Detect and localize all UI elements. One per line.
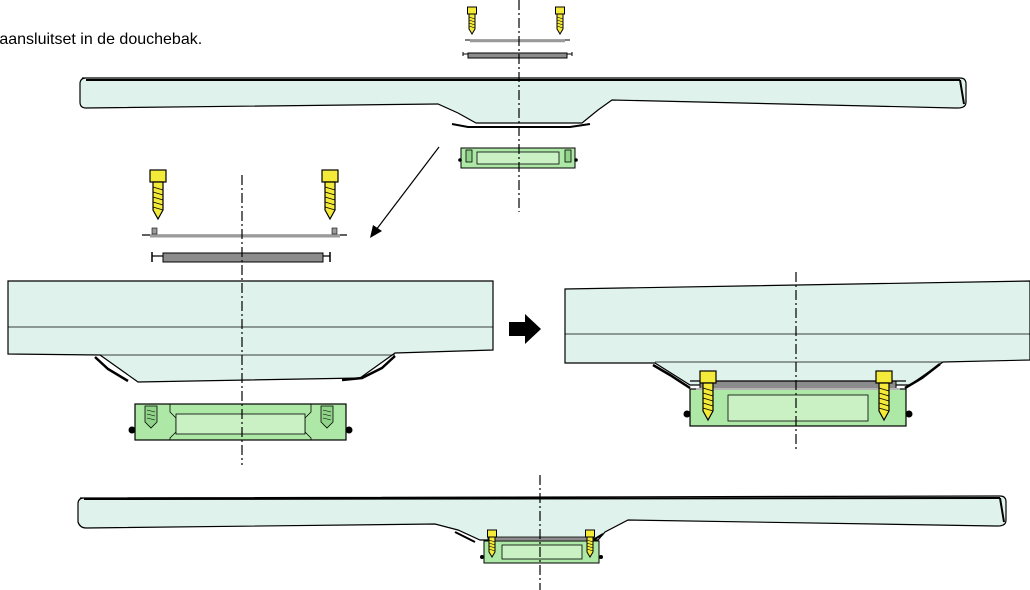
small-bolt-right xyxy=(555,6,565,35)
shower-tray-top xyxy=(79,77,967,124)
small-bolt-left xyxy=(467,6,477,35)
shower-tray-detail-left xyxy=(7,280,494,383)
detail-assembled xyxy=(564,272,1030,450)
detail-exploded-assembly xyxy=(7,169,494,465)
large-drain-body xyxy=(128,403,353,441)
large-bolt-left xyxy=(149,169,167,220)
shower-tray-detail-right xyxy=(564,280,1030,386)
small-drain-body xyxy=(458,147,578,169)
large-clamp-plate xyxy=(151,252,331,263)
top-exploded-assembly xyxy=(79,0,967,212)
small-washer-ring xyxy=(465,39,570,43)
shower-tray-bottom xyxy=(77,495,1007,541)
bottom-assembled-tray xyxy=(77,475,1007,590)
diagonal-arrow-icon xyxy=(370,146,440,238)
small-clamp-plate xyxy=(462,52,573,59)
right-arrow-icon xyxy=(509,314,541,344)
large-washer-ring xyxy=(142,227,347,238)
instruction-caption: e aansluitset in de douchebak. xyxy=(0,31,203,48)
large-bolt-right xyxy=(321,169,339,220)
